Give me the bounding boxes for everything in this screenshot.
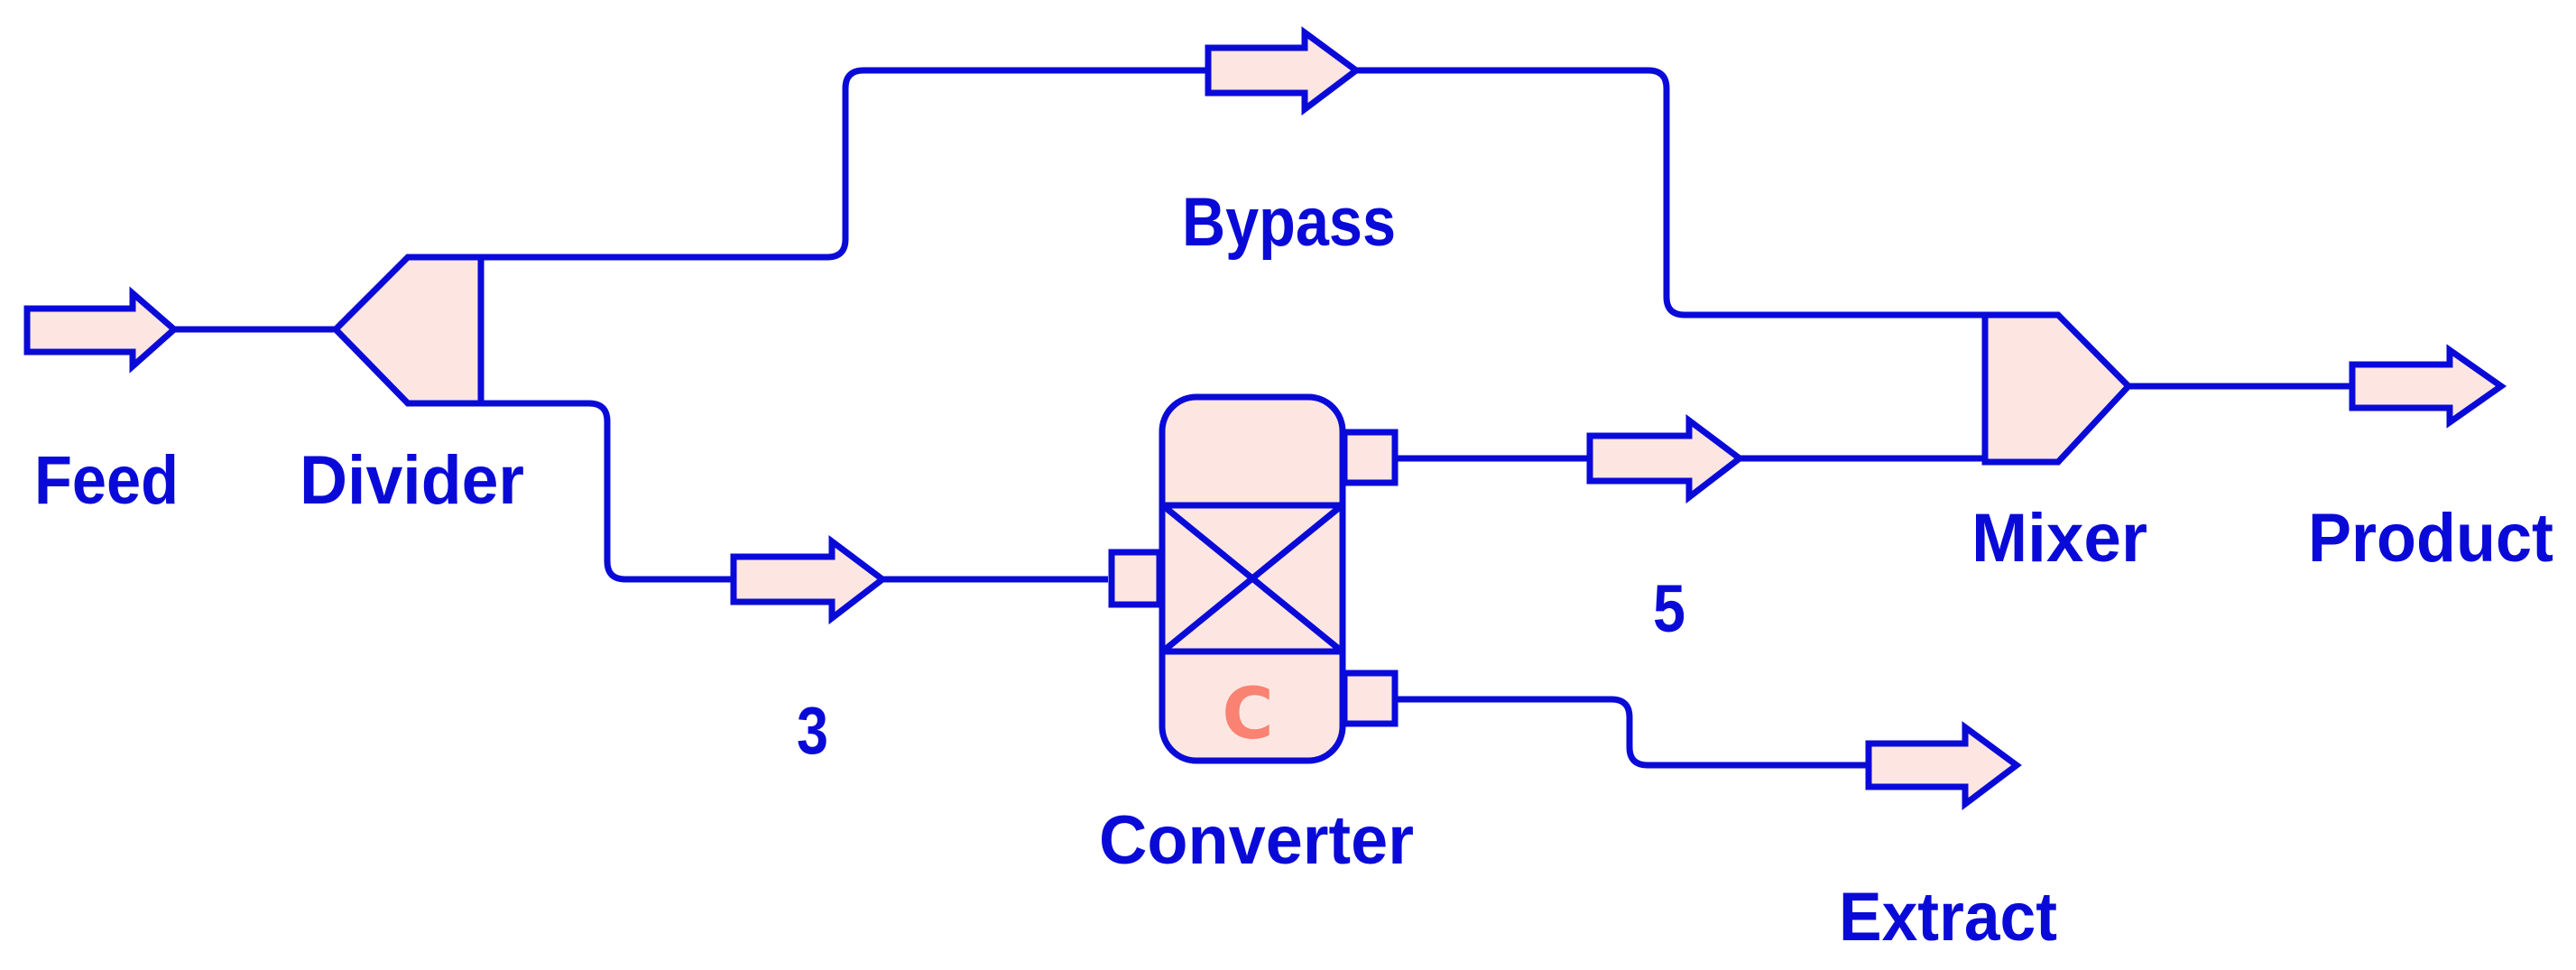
bypass-arrow-icon[interactable] [1205,26,1362,116]
stream-3-pipe[interactable] [408,400,1108,583]
converter-bottom-outlet-nozzle[interactable] [1341,670,1399,727]
stream-5-label: 5 [1653,571,1685,646]
divider-body[interactable] [331,254,485,407]
converter-inlet-nozzle[interactable] [1108,549,1163,608]
converter-label: Converter [1099,802,1414,879]
mixer-body[interactable] [1981,311,2133,466]
stream-5-arrow-icon[interactable] [1586,414,1745,504]
divider-label: Divider [300,442,524,519]
stream-3-arrow-icon[interactable] [730,535,888,625]
converter-unit[interactable]: C [1108,393,1399,764]
extract-pipe[interactable] [1397,696,1869,769]
feed-arrow-icon[interactable] [23,286,180,374]
divider-unit[interactable] [331,254,485,407]
converter-top-outlet-nozzle[interactable] [1341,429,1399,486]
feed-label: Feed [34,442,179,519]
converter-letter: C [1222,674,1273,755]
mixer-label: Mixer [1971,500,2147,577]
converter-bed-cross-2 [1162,504,1343,652]
product-label: Product [2308,500,2553,577]
extract-arrow-icon[interactable] [1865,721,2022,811]
extract-label: Extract [1839,879,2057,956]
bypass-label: Bypass [1182,184,1396,261]
stream-3-label: 3 [797,693,828,768]
mixer-unit[interactable] [1981,311,2133,466]
bypass-pipe[interactable] [408,67,1985,319]
product-arrow-icon[interactable] [2349,344,2507,429]
